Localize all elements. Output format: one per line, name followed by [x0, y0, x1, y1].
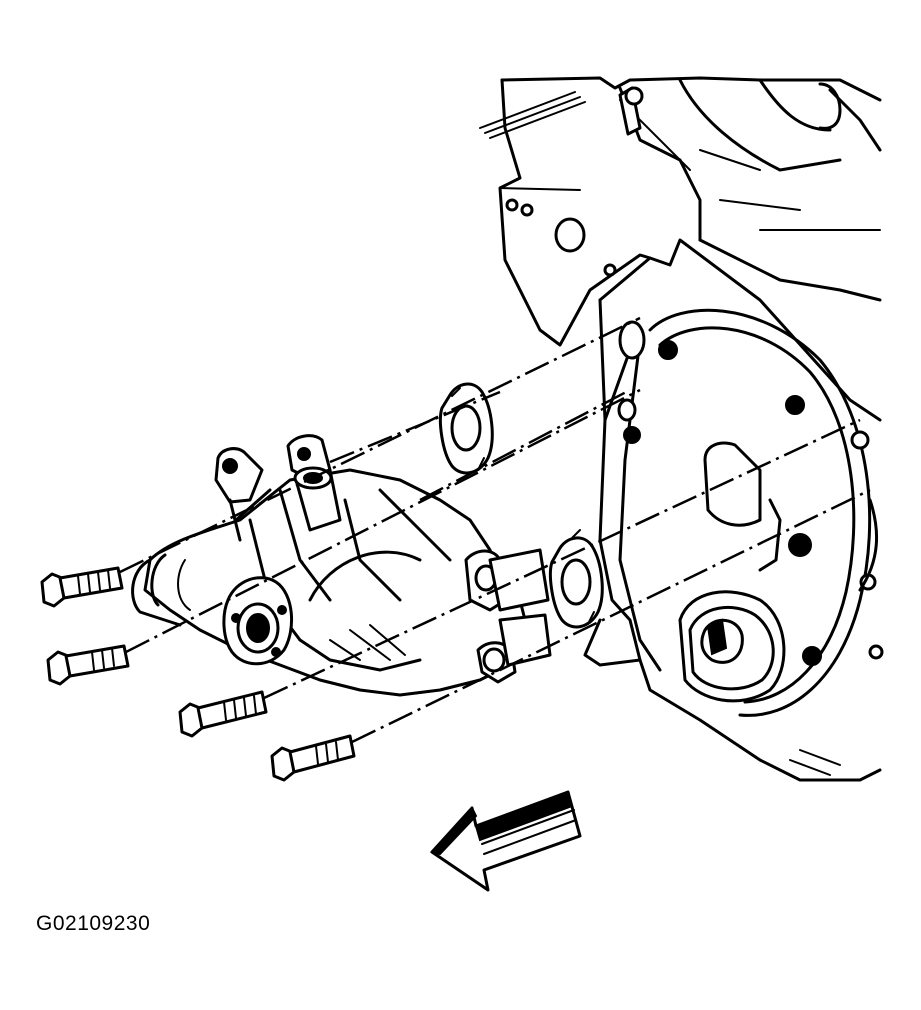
- figure-id-label: G02109230: [36, 912, 151, 935]
- water-pump-bolt-2: [46, 644, 130, 686]
- front-direction-arrow: [430, 790, 582, 892]
- bolt-alignment-lines: [119, 316, 871, 744]
- water-pump: [131, 434, 552, 697]
- water-pump-bolt-1: [40, 566, 124, 608]
- water-pump-bolt-4: [270, 734, 356, 782]
- lower-water-pump-gasket: [548, 529, 604, 629]
- water-pump-bolt-3: [178, 690, 268, 738]
- upper-water-pump-gasket: [438, 382, 494, 475]
- engine-front-cover: [479, 76, 884, 782]
